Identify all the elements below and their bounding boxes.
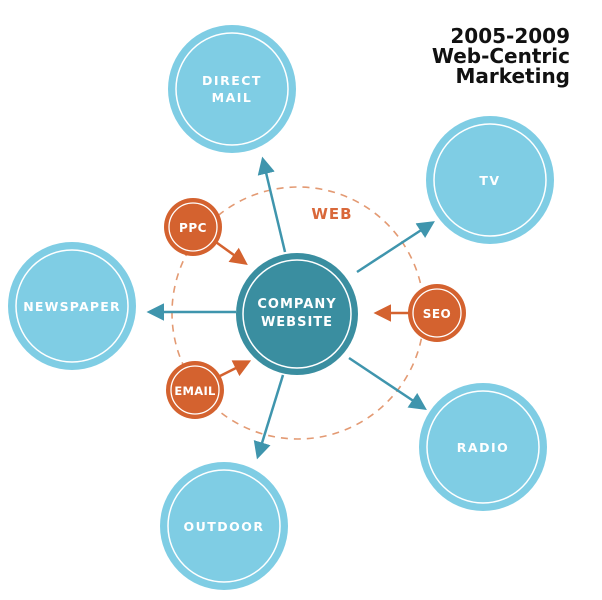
company-website-hub: COMPANY WEBSITE <box>236 253 358 375</box>
newspaper-label: NEWSPAPER <box>23 299 121 314</box>
channel-radio: RADIO <box>419 383 547 511</box>
driver-seo: SEO <box>408 284 466 342</box>
radio-label: RADIO <box>457 440 509 455</box>
outdoor-label: OUTDOOR <box>183 519 264 534</box>
email-label: EMAIL <box>174 384 216 398</box>
direct-mail-label-line1: DIRECT <box>202 73 262 88</box>
driver-ppc: PPC <box>164 198 222 256</box>
seo-label: SEO <box>423 307 452 321</box>
arrow-to-outdoor <box>253 374 285 460</box>
arrow-to-radio <box>348 356 427 410</box>
arrow-from-ppc <box>212 238 248 266</box>
channel-outdoor: OUTDOOR <box>160 462 288 590</box>
direct-mail-label-line2: MAIL <box>212 90 253 105</box>
arrow-to-direct-mail <box>257 156 287 253</box>
channel-direct-mail: DIRECT MAIL <box>168 25 296 153</box>
company-website-label-line1: COMPANY <box>257 297 336 312</box>
company-website-label-line2: WEBSITE <box>261 315 333 330</box>
ppc-label: PPC <box>179 221 207 235</box>
driver-email: EMAIL <box>166 361 224 419</box>
web-label: WEB <box>311 205 352 223</box>
channel-tv: TV <box>426 116 554 244</box>
arrow-from-email <box>219 360 252 378</box>
channel-newspaper: NEWSPAPER <box>8 242 136 370</box>
arrow-to-tv <box>356 221 435 274</box>
title-years: 2005-2009 <box>450 24 570 48</box>
tv-label: TV <box>479 173 500 188</box>
title-marketing: Marketing <box>455 64 570 88</box>
title-web-centric: Web-Centric <box>431 44 570 68</box>
